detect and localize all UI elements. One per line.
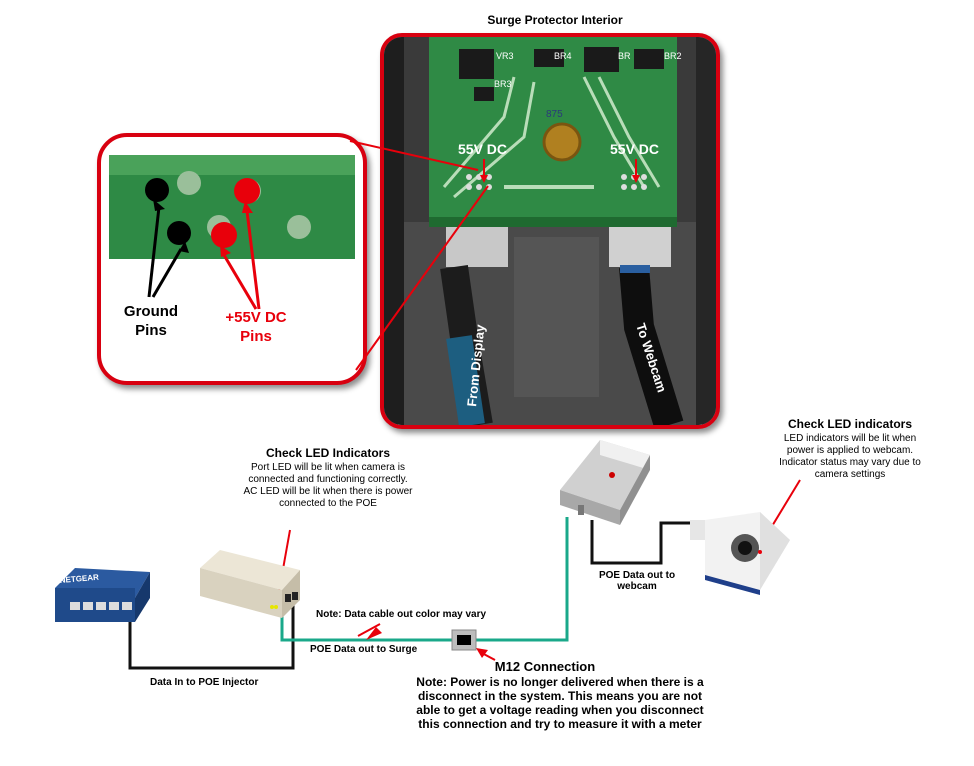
poe-led-text: Port LED will be lit when camera is conn… [243, 462, 413, 509]
silk-875: 875 [546, 109, 563, 120]
capacitor [542, 122, 582, 162]
power-pin-2 [211, 222, 237, 248]
poe-led-title: Check LED Indicators [265, 446, 391, 460]
silk-br3: BR3 [494, 79, 512, 89]
note-color-label: Note: Data cable out color may vary [316, 609, 487, 620]
silk-br4: BR4 [554, 51, 572, 61]
pins-zoom-panel: Ground Pins +55V DC Pins [97, 133, 367, 385]
webcam [690, 512, 790, 595]
poe-webcam-label: POE Data out to webcam [598, 570, 676, 592]
surge-protector-box [560, 440, 650, 525]
poe-webcam-cable [590, 520, 712, 565]
poe-led-callout: Check LED Indicators Port LED will be li… [228, 446, 428, 510]
cam-led-title: Check LED indicators [787, 417, 913, 431]
board-photo: VR3 BR4 BR BR2 BR3 875 55V DC 55V DC Fro… [384, 37, 716, 425]
ground-pin-1 [145, 178, 169, 202]
data-in-label: Data In to POE Injector [150, 677, 259, 688]
power-pin-1 [234, 178, 260, 204]
m12-title: M12 Connection [494, 659, 596, 674]
m12-note: Note: Power is no longer delivered when … [416, 675, 704, 731]
cam-led-text: LED indicators will be lit when power is… [779, 433, 921, 480]
silk-br2: BR2 [664, 51, 682, 61]
silk-vr3: VR3 [496, 51, 514, 61]
switch-brand: NETGEAR [59, 573, 99, 585]
ground-pins-label: Ground Pins [123, 303, 179, 339]
board-label-left: 55V DC [458, 141, 507, 157]
interior-title: Surge Protector Interior [487, 13, 623, 27]
cam-led-callout: Check LED indicators LED indicators will… [770, 417, 930, 481]
netgear-switch: NETGEAR [55, 568, 150, 622]
ground-pin-2 [167, 221, 191, 245]
surge-protector-interior-panel: VR3 BR4 BR BR2 BR3 875 55V DC 55V DC Fro… [380, 33, 720, 429]
silk-br: BR [618, 51, 631, 61]
poe-out-label: POE Data out to Surge [310, 644, 418, 655]
data-in-cable [128, 605, 295, 670]
power-pins-label: +55V DC Pins [225, 309, 287, 345]
pins-zoom-photo [109, 155, 355, 259]
board-label-right: 55V DC [610, 141, 659, 157]
poe-injector [200, 550, 300, 618]
